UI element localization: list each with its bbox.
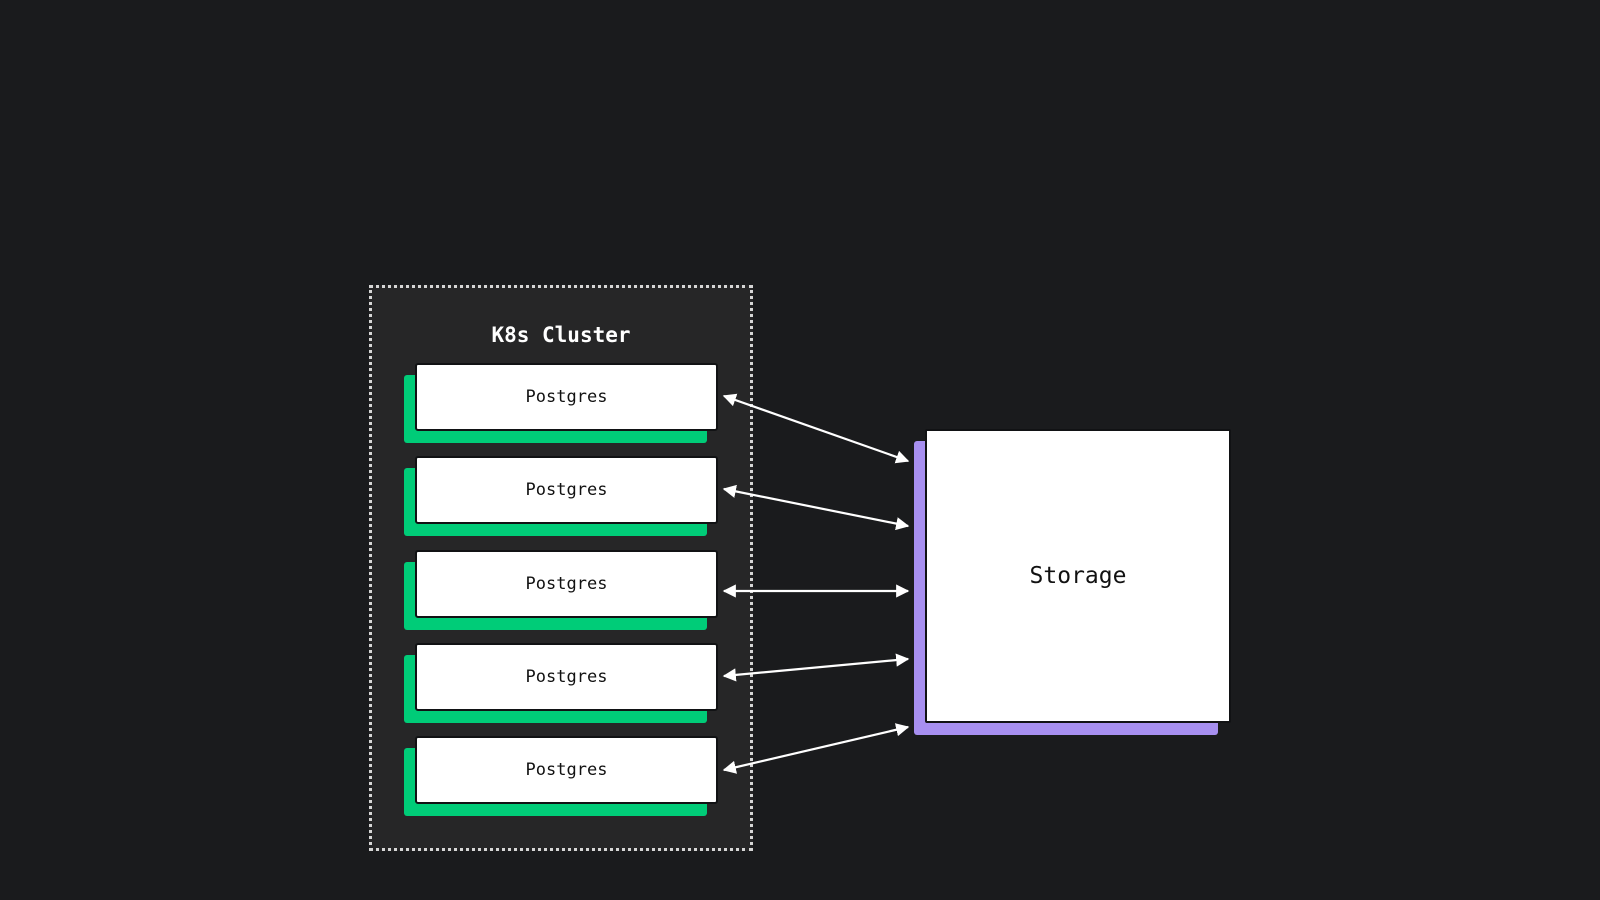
storage-label: Storage — [1029, 563, 1127, 589]
postgres-node-label: Postgres — [525, 387, 608, 407]
postgres-node-box: Postgres — [415, 736, 718, 804]
postgres-node-5: Postgres — [404, 736, 718, 816]
postgres-node-label: Postgres — [525, 760, 608, 780]
postgres-node-box: Postgres — [415, 643, 718, 711]
storage-node-box: Storage — [925, 429, 1231, 723]
postgres-node-box: Postgres — [415, 456, 718, 524]
postgres-node-label: Postgres — [525, 667, 608, 687]
postgres-node-4: Postgres — [404, 643, 718, 723]
postgres-node-label: Postgres — [525, 574, 608, 594]
postgres-node-3: Postgres — [404, 550, 718, 630]
postgres-node-box: Postgres — [415, 550, 718, 618]
postgres-node-2: Postgres — [404, 456, 718, 536]
cluster-title: K8s Cluster — [491, 323, 631, 347]
storage-node: Storage — [914, 429, 1231, 736]
postgres-node-box: Postgres — [415, 363, 718, 431]
postgres-node-label: Postgres — [525, 480, 608, 500]
postgres-node-1: Postgres — [404, 363, 718, 443]
